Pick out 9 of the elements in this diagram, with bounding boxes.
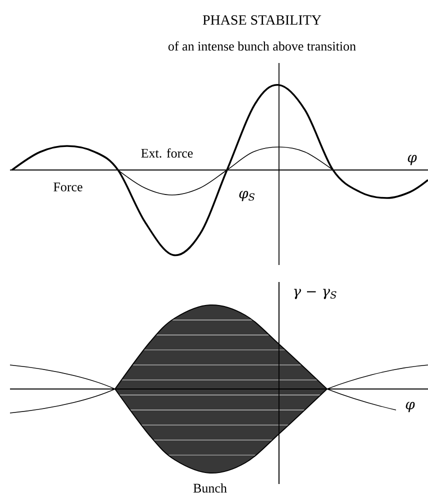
axis-label: γ − γ$_{S}$ <box>294 288 336 300</box>
curve-label: Force <box>54 182 82 192</box>
title: PHASE STABILITY <box>202 15 322 25</box>
subtitle: of an intense bunch above transition <box>168 41 356 51</box>
axis-label: φ <box>406 402 415 412</box>
axis-label: φ <box>408 154 417 166</box>
curve-label: Ext. force <box>141 148 193 158</box>
region-label: Bunch <box>193 483 227 493</box>
axis-label: φ$_{S}$ <box>239 190 255 202</box>
